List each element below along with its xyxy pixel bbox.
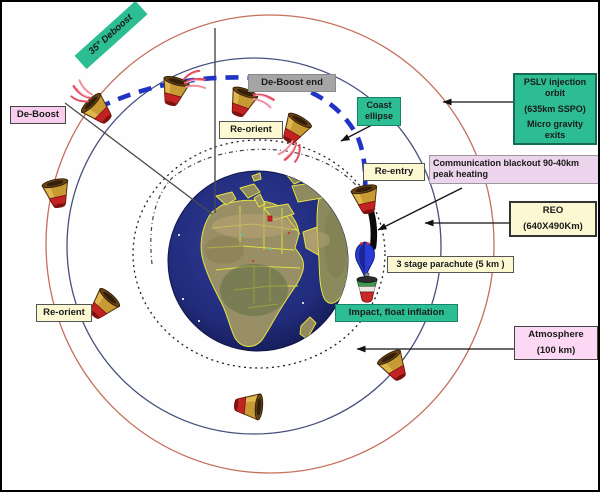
pslv-line1: PSLV injection — [523, 77, 587, 87]
heating-streak-icon — [366, 204, 378, 251]
coast-ellipse-arrow — [340, 124, 373, 142]
reorient-top-label: Re-orient — [219, 121, 283, 139]
pslv-line4: Micro gravity — [526, 118, 584, 129]
coast-ellipse-label: Coast ellipse — [357, 97, 401, 126]
deboost-angle-line — [64, 102, 213, 215]
comm-blackout-arrow — [377, 187, 463, 231]
coast-ellipse-line1: Coast — [366, 100, 392, 110]
atmosphere-line2: (100 km) — [536, 344, 576, 356]
deboost-end-label: De-Boost end — [248, 74, 336, 92]
reo-line1: REO — [542, 205, 564, 216]
atmosphere-line1: Atmosphere — [528, 329, 584, 340]
pslv-injection-label: PSLV injection orbit (635km SSPO) Micro … — [513, 73, 597, 146]
earth-globe-icon — [167, 170, 349, 352]
deboost-label: De-Boost — [10, 106, 66, 124]
site-marker — [267, 215, 273, 222]
reo-line2: (640X490Km) — [523, 220, 583, 232]
pslv-orbit-ellipse — [45, 14, 495, 474]
reo-orbit-ellipse — [66, 57, 442, 435]
reo-label: REO (640X490Km) — [509, 201, 597, 237]
comm-blackout-label: Communication blackout 90-40km peak heat… — [429, 155, 598, 184]
comm-blackout-line2: peak heating — [433, 169, 489, 180]
reentry-label: Re-entry — [363, 163, 425, 181]
pslv-line3: (635km SSPO) — [524, 103, 586, 114]
atmosphere-ring — [132, 139, 386, 369]
atmosphere-label: Atmosphere (100 km) — [514, 326, 598, 360]
coast-ellipse-line2: ellipse — [364, 111, 393, 122]
reorient-left-label: Re-orient — [36, 304, 92, 322]
comm-blackout-line1: Communication blackout 90-40km — [433, 158, 580, 168]
callout-arrows — [340, 98, 514, 353]
impact-label: Impact, float inflation — [335, 304, 458, 322]
parachute-icon — [355, 241, 375, 279]
parachute-label: 3 stage parachute (5 km ) — [387, 256, 514, 274]
pslv-line2: orbit — [545, 88, 565, 99]
pslv-line5: exits — [544, 130, 566, 140]
